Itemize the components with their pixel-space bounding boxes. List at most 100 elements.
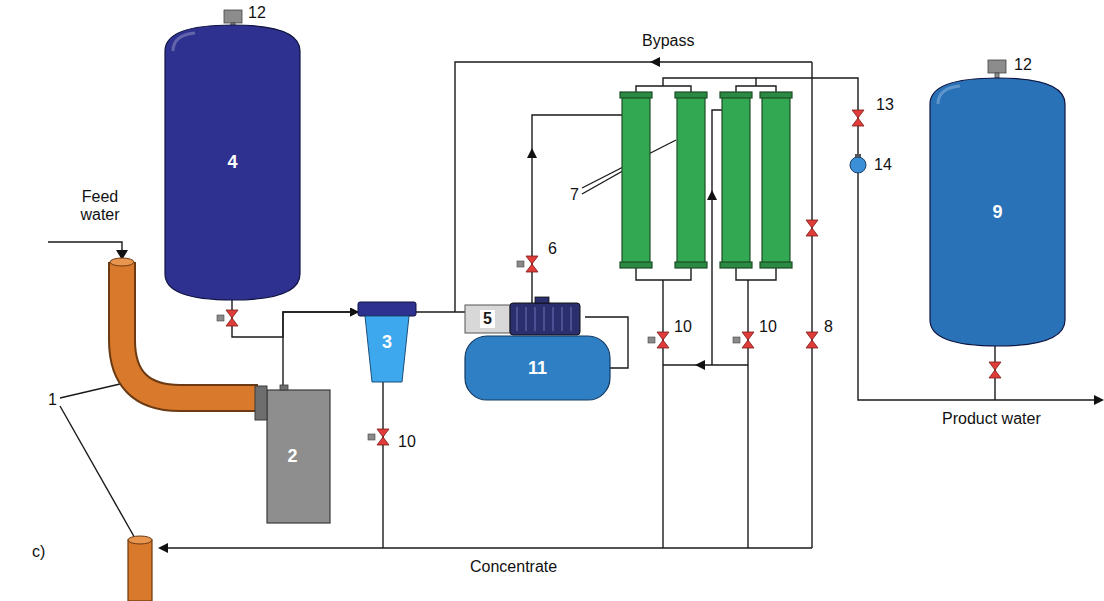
membrane-modules-part <box>722 95 750 265</box>
level-sensors-part <box>224 10 242 23</box>
membrane-modules-part <box>720 262 752 268</box>
arrow-heads-part <box>707 190 717 200</box>
valves-part <box>989 362 1001 378</box>
part-number: 4 <box>227 152 237 173</box>
pipe-lines-part <box>663 364 748 365</box>
callout-number: 12 <box>1012 56 1034 74</box>
tank-body <box>930 78 1065 346</box>
arrow-heads-part <box>695 360 705 370</box>
pipe-lines-part <box>60 384 120 398</box>
flow-meter-part <box>850 157 866 173</box>
pressure-vessel: 11 <box>465 336 610 400</box>
feed-pipe-part <box>128 536 152 544</box>
pipe-lines-part <box>48 242 122 256</box>
callout-number: 14 <box>872 156 894 174</box>
pipe-lines-part <box>663 78 756 86</box>
valves-part <box>852 110 864 126</box>
valves-part <box>217 310 238 326</box>
pipe-lines-part <box>582 168 628 194</box>
product-tank: 9 <box>930 78 1065 346</box>
pipe-lines-part <box>662 280 663 548</box>
motor-fin <box>517 307 518 331</box>
part-number: 9 <box>992 202 1002 223</box>
callout-number: 13 <box>874 96 896 114</box>
device-body <box>267 390 330 523</box>
motor-fin <box>571 307 572 331</box>
feed-pipe <box>110 258 258 601</box>
valves-part <box>806 220 818 236</box>
callout-number: 7 <box>568 186 581 204</box>
pipe-connector <box>416 311 465 312</box>
feed-pipe-part <box>128 540 152 601</box>
treatment-unit: 2 <box>255 390 330 523</box>
filter-bowl <box>365 316 409 382</box>
flow-label: Feed water <box>72 188 128 225</box>
pipe-lines-part <box>747 280 748 548</box>
flow-label: Product water <box>940 410 1043 428</box>
motor-fin <box>553 307 554 331</box>
part-number: 3 <box>382 332 392 353</box>
membrane-modules-part <box>677 95 705 265</box>
pump-motor: 5 <box>465 303 585 335</box>
valves-part <box>368 429 389 445</box>
pipe-lines-part <box>532 115 622 303</box>
device-port <box>280 385 288 390</box>
flow-meter-part <box>855 154 861 157</box>
panel-letter: c) <box>30 543 47 561</box>
callout-number: 10 <box>672 318 694 336</box>
vessel-body <box>465 336 610 400</box>
part-number: 11 <box>528 358 547 379</box>
pipe-lines-part <box>756 78 1098 400</box>
motor-fin <box>544 307 545 331</box>
callout-number: 12 <box>246 4 268 22</box>
callout-number: 10 <box>396 433 418 451</box>
arrow-heads-part <box>158 543 168 553</box>
membrane-modules-part <box>622 95 650 265</box>
device-flange <box>255 386 267 420</box>
node-tank: 4 <box>165 25 300 300</box>
pipe-lines-part <box>712 110 722 365</box>
pipe-connector <box>283 312 358 390</box>
filter-head <box>358 302 416 316</box>
valves-part <box>648 332 669 348</box>
membrane-modules-part <box>620 92 652 98</box>
flow-meter <box>850 154 866 173</box>
pipe-connector <box>232 300 358 337</box>
motor-fin <box>526 307 527 331</box>
pipe-lines-part <box>60 406 136 540</box>
level-sensors-part <box>988 60 1006 73</box>
membrane-modules-part <box>675 92 707 98</box>
membrane-modules-part <box>760 92 792 98</box>
motor-body <box>510 303 580 335</box>
pipe-lines-part <box>382 382 383 548</box>
valves <box>217 110 1001 445</box>
pipe-lines-part <box>455 62 812 312</box>
membrane-modules-part <box>720 92 752 98</box>
membrane-modules-part <box>760 262 792 268</box>
pipe-lines-part <box>811 62 812 548</box>
callout-number: 10 <box>757 318 779 336</box>
tank-highlight <box>173 33 195 51</box>
pump-head <box>465 305 510 333</box>
membrane-modules <box>620 92 792 268</box>
membrane-modules-part <box>762 95 790 265</box>
membrane-modules-part <box>675 262 707 268</box>
motor-fin <box>535 307 536 331</box>
part-number: 5 <box>480 310 495 328</box>
flow-label: Concentrate <box>468 558 559 576</box>
feed-pipe-part <box>110 258 134 266</box>
callout-number: 8 <box>822 318 835 336</box>
valves-part <box>806 332 818 348</box>
level-sensors <box>224 10 1006 78</box>
pipe-lines-part <box>160 547 812 548</box>
arrow-heads-part <box>527 148 537 158</box>
flow-label: Bypass <box>640 32 696 50</box>
level-sensors-part <box>995 73 999 78</box>
tank-body <box>165 25 300 300</box>
arrow-heads-part <box>650 57 660 67</box>
callout-number: 1 <box>46 391 59 409</box>
tank-highlight <box>938 86 960 104</box>
motor-fin <box>562 307 563 331</box>
valves-part <box>733 332 754 348</box>
valves-part <box>517 256 538 272</box>
